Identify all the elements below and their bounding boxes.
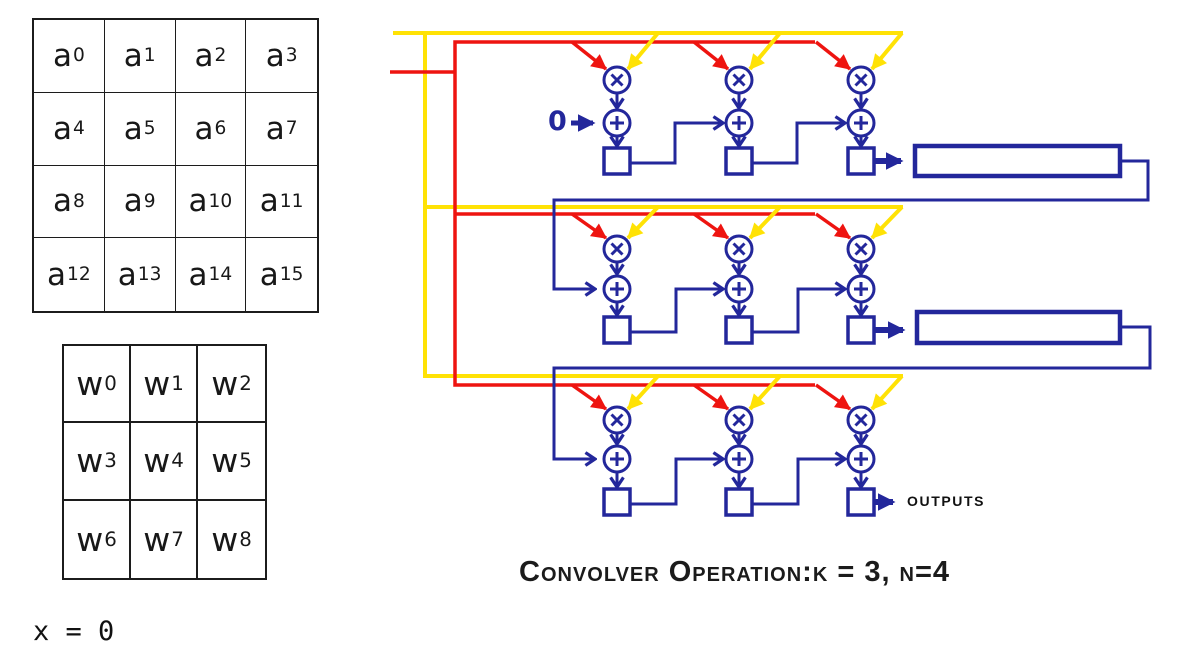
reg-to-add-link-r3-1 <box>630 459 722 506</box>
shift-register-rect-r1 <box>912 143 1123 179</box>
reg-to-add-link-r1-2 <box>752 123 844 165</box>
red-weight-arrows-row3 <box>570 383 852 411</box>
red-input-bus <box>390 40 815 387</box>
multiply-node-r2c3 <box>846 234 876 264</box>
red-weight-arrows-row2 <box>570 212 852 240</box>
pe-row-2 <box>552 205 1152 459</box>
yellow-data-arrows-row1 <box>626 31 904 71</box>
multiply-node-r3c2 <box>724 405 754 435</box>
wrap-link-row1-to-row2 <box>552 159 1150 289</box>
multiply-node-r1c1 <box>602 65 632 95</box>
register-square-r3c1 <box>602 487 632 517</box>
multiply-node-r3c3 <box>846 405 876 435</box>
register-square-r2c2 <box>724 315 754 345</box>
register-square-r3c2 <box>724 487 754 517</box>
zero-input-label: 0 <box>548 106 567 137</box>
multiply-node-r1c3 <box>846 65 876 95</box>
shift-register-rect-r2 <box>914 309 1123 346</box>
pe-row-1 <box>552 31 1150 289</box>
outputs-label: OUTPUTS <box>907 493 986 509</box>
reg-to-add-link-r2-1 <box>630 289 722 334</box>
register-square-r1c2 <box>724 146 754 176</box>
add-node-r2c1 <box>602 274 632 304</box>
red-weight-arrows-row1 <box>570 40 852 71</box>
add-node-r2c3 <box>846 274 876 304</box>
register-square-r2c1 <box>602 315 632 345</box>
pe-row-3 <box>570 374 904 517</box>
register-square-r2c3 <box>846 315 876 345</box>
multiply-node-r2c1 <box>602 234 632 264</box>
multiply-node-r2c2 <box>724 234 754 264</box>
yellow-data-arrows-row2 <box>626 205 904 240</box>
reg-to-add-link-r2-2 <box>752 289 844 334</box>
yellow-input-bus <box>393 31 903 378</box>
add-node-r1c1 <box>602 108 632 138</box>
add-node-r1c2 <box>724 108 754 138</box>
reg-to-add-link-r3-2 <box>752 459 844 506</box>
yellow-data-arrows-row3 <box>626 374 904 411</box>
register-square-r1c1 <box>602 146 632 176</box>
reg-to-add-link-r1-1 <box>630 123 722 165</box>
wrap-link-row2-to-row3 <box>552 325 1152 459</box>
multiply-node-r3c1 <box>602 405 632 435</box>
add-node-r3c2 <box>724 444 754 474</box>
add-node-r2c2 <box>724 274 754 304</box>
multiply-node-r1c2 <box>724 65 754 95</box>
add-node-r3c3 <box>846 444 876 474</box>
add-node-r3c1 <box>602 444 632 474</box>
add-node-r1c3 <box>846 108 876 138</box>
x-assignment-label: x = 0 <box>33 616 115 647</box>
register-square-r1c3 <box>846 146 876 176</box>
register-square-r3c3 <box>846 487 876 517</box>
figure-caption: Convolver Operation:k = 3, n=4 <box>519 556 951 588</box>
